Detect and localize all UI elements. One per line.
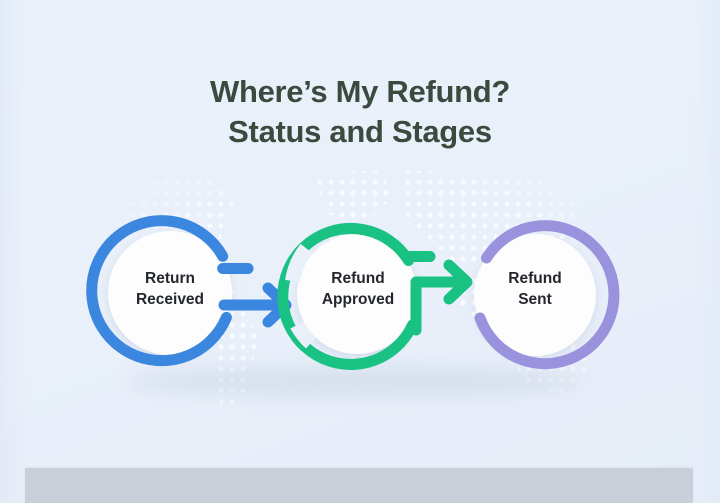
ground-shadow	[127, 366, 587, 398]
stage-node-refund-sent[interactable]	[466, 226, 604, 364]
stage-node-return-received[interactable]	[100, 223, 240, 363]
page-title: Where’s My Refund? Status and Stages	[0, 72, 720, 152]
title-line-1: Where’s My Refund?	[209, 74, 511, 109]
title-line-2: Status and Stages	[228, 114, 492, 149]
bottom-bar	[25, 468, 693, 503]
stage-node-refund-approved[interactable]	[289, 226, 425, 362]
